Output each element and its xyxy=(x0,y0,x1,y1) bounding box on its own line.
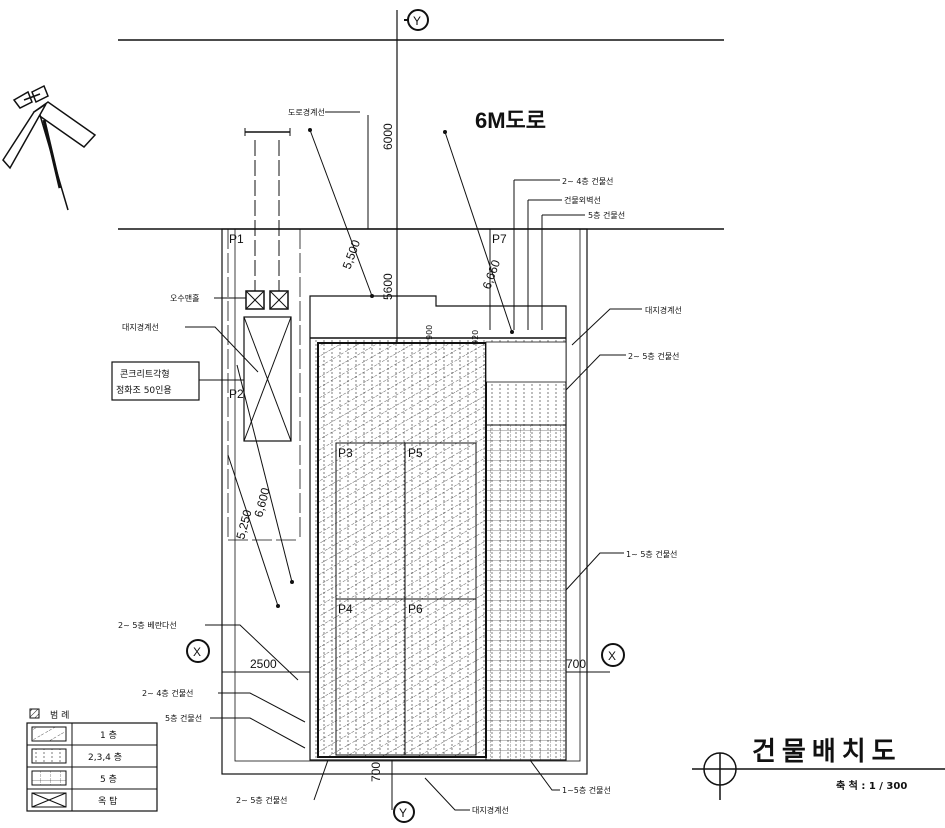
legend-row-2-4f: 2,3,4 층 xyxy=(88,752,122,763)
building-floor-1 xyxy=(317,342,487,758)
road-width-dim: 6000 xyxy=(381,123,395,150)
dim-6600: 6,600 xyxy=(251,486,272,519)
road-boundary-label: 도로경계선 xyxy=(288,107,325,117)
legend-row-rooftop: 옥 탑 xyxy=(98,795,117,807)
dim-920: 920 xyxy=(471,330,480,345)
label-site-boundary-bottom: 대지경계선 xyxy=(472,805,509,815)
septic-note-line2: 정화조 50인용 xyxy=(116,385,172,396)
dim-2500: 2500 xyxy=(250,657,277,671)
north-arrow-icon xyxy=(2,84,97,211)
label-1-5f-building-line-bottom: 1~5층 건물선 xyxy=(562,785,611,795)
legend-row-1f: 1 층 xyxy=(100,730,117,741)
axis-bubble-y-top: Y xyxy=(404,9,429,31)
label-2-5f-building-line-bottom: 2~ 5층 건물선 xyxy=(236,795,287,805)
axis-label-x-right: X xyxy=(608,649,616,663)
label-5f-building-line-low: 5층 건물선 xyxy=(165,713,202,723)
axis-bubble-x-right: X xyxy=(601,643,625,667)
label-sewage-manhole: 오수맨홀 xyxy=(170,293,199,303)
parking-p5: P5 xyxy=(408,446,423,460)
label-site-boundary-right: 대지경계선 xyxy=(645,305,682,315)
dim-700-bottom: 700 xyxy=(369,762,383,782)
label-2-4f-building-line-low: 2~ 4층 건물선 xyxy=(142,688,193,698)
dim-900: 900 xyxy=(425,325,434,340)
septic-note-box: 콘크리트각형 정화조 50인용 xyxy=(111,361,200,401)
label-2-4f-building-line: 2~ 4층 건물선 xyxy=(562,176,613,186)
label-5f-building-line: 5층 건물선 xyxy=(588,210,625,220)
label-2-5f-building-line-right: 2~ 5층 건물선 xyxy=(628,351,679,361)
legend: 범 례 1 층 2,3,4 층 5 층 옥 탑 xyxy=(26,708,158,812)
title-block: 건물배치도 축 척 : 1 / 300 xyxy=(692,737,945,800)
axis-bubble-x-left: X xyxy=(186,639,210,663)
dim-6660: 6,660 xyxy=(480,258,504,291)
parking-p3: P3 xyxy=(338,446,353,460)
dim-700-right: 700 xyxy=(566,657,586,671)
label-site-boundary-left: 대지경계선 xyxy=(122,322,159,332)
parking-p4: P4 xyxy=(338,602,353,616)
parking-p2: P2 xyxy=(229,387,244,401)
axis-label-y-bottom: Y xyxy=(399,806,407,820)
axis-label-x-left: X xyxy=(193,645,201,659)
label-balcony-line: 2~ 5층 베란다선 xyxy=(118,620,177,630)
dim-5500: 5,500 xyxy=(340,238,364,271)
road-label: 6M도로 xyxy=(475,108,546,133)
drawing-title: 건물배치도 xyxy=(752,737,902,767)
septic-tank xyxy=(243,316,292,442)
parking-p7: P7 xyxy=(492,232,507,246)
dim-5600: 5600 xyxy=(381,273,395,300)
legend-title: 범 례 xyxy=(50,710,69,721)
label-exterior-wall-line: 건물외벽선 xyxy=(564,195,601,205)
label-1-5f-building-line: 1~ 5층 건물선 xyxy=(626,549,677,559)
axis-bubble-y-bottom: Y xyxy=(393,801,415,823)
drawing-scale: 축 척 : 1 / 300 xyxy=(836,779,907,792)
septic-note-line1: 콘크리트각형 xyxy=(120,368,170,380)
parking-p6: P6 xyxy=(408,602,423,616)
axis-label-y-top: Y xyxy=(413,14,421,28)
legend-row-5f: 5 층 xyxy=(100,774,117,785)
setback-line xyxy=(234,228,581,762)
building-grid-zone xyxy=(485,424,567,761)
parking-p1: P1 xyxy=(229,232,244,246)
